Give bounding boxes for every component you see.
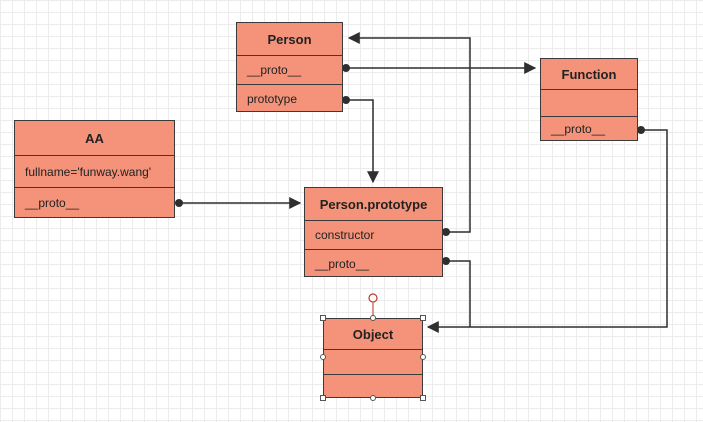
node-field: constructor [305, 220, 442, 249]
resize-handle-left[interactable] [320, 354, 326, 360]
edge-person-prototype-to-person-prototype[interactable] [342, 96, 379, 184]
edge-constructor-to-person[interactable] [347, 32, 471, 236]
node-field: __proto__ [541, 116, 637, 141]
rotate-handle [368, 293, 378, 303]
node-field: __proto__ [15, 187, 174, 218]
node-aa[interactable]: AA fullname='funway.wang' __proto__ [14, 120, 175, 218]
resize-handle-right[interactable] [420, 354, 426, 360]
node-field: fullname='funway.wang' [15, 155, 174, 187]
resize-handle-top[interactable] [370, 315, 376, 321]
node-title: Person.prototype [319, 196, 428, 212]
node-field: __proto__ [237, 55, 342, 84]
resize-handle-bottom-right[interactable] [420, 395, 426, 401]
resize-handle-top-right[interactable] [420, 315, 426, 321]
node-field [324, 374, 422, 398]
edge-function-proto-to-object[interactable] [426, 126, 668, 333]
edge-person-prototype-proto-to-object[interactable] [442, 257, 471, 327]
node-title: Object [352, 326, 394, 342]
node-person[interactable]: Person __proto__ prototype [236, 22, 343, 112]
node-person-prototype[interactable]: Person.prototype constructor __proto__ [304, 187, 443, 277]
node-object[interactable]: Object [323, 318, 423, 398]
node-title: Person [267, 31, 312, 47]
edge-aa-proto-to-person-prototype[interactable] [175, 197, 302, 209]
node-field [541, 89, 637, 116]
node-function[interactable]: Function __proto__ [540, 58, 638, 141]
node-field: prototype [237, 84, 342, 112]
node-field: __proto__ [305, 249, 442, 277]
node-title: AA [85, 130, 104, 146]
node-title: Function [561, 66, 617, 82]
resize-handle-bottom-left[interactable] [320, 395, 326, 401]
edge-person-proto-to-function[interactable] [342, 62, 537, 74]
resize-handle-top-left[interactable] [320, 315, 326, 321]
resize-handle-bottom[interactable] [370, 395, 376, 401]
node-field [324, 349, 422, 374]
